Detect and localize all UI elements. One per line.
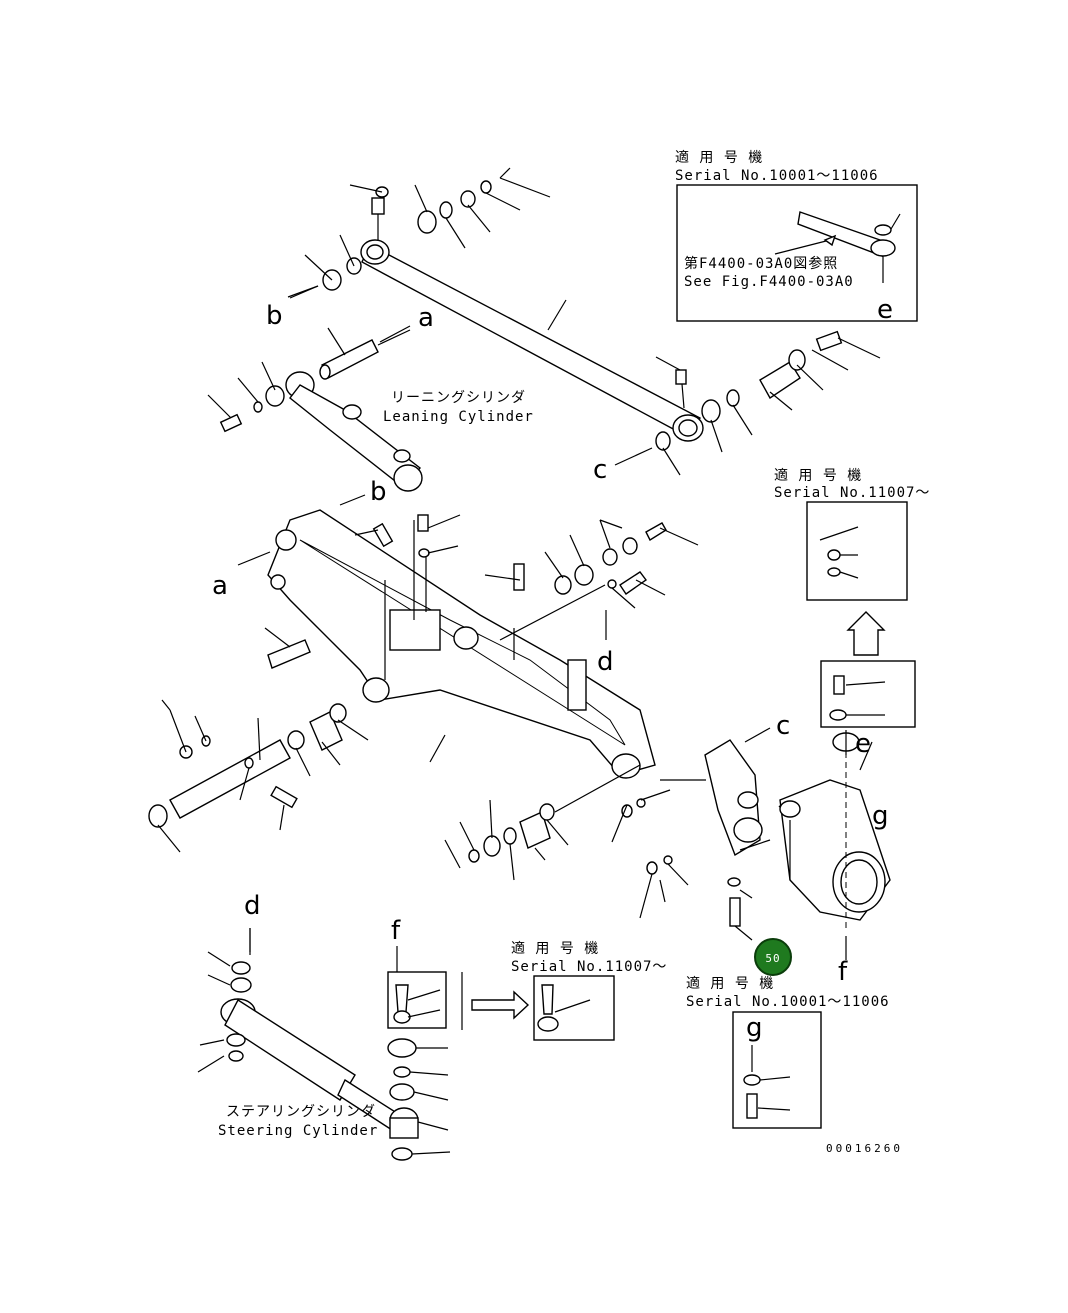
inset1-title-ja: 適 用 号 機 (675, 149, 763, 166)
axle-top-hardware (354, 514, 699, 609)
callout-f-main: f (838, 957, 848, 987)
right-end-hardware (655, 330, 881, 476)
drawing-number: 00016260 (826, 1142, 903, 1155)
inset4-title-ja: 適 用 号 機 (686, 975, 774, 992)
kingpin-stack (387, 971, 463, 1161)
callout-c-left: c (593, 455, 607, 485)
steering-cylinder-en: Steering Cylinder (218, 1123, 378, 1139)
left-pins (148, 627, 369, 853)
inset-3 (533, 975, 615, 1041)
inset3-title-en: Serial No.11007〜 (511, 959, 667, 975)
inset1-title-en: Serial No.10001〜11006 (675, 168, 879, 184)
callout-e-main: e (855, 729, 871, 759)
callout-b-right: b (370, 477, 387, 507)
callout-a-right: a (418, 303, 434, 333)
pin-a (319, 327, 411, 380)
callout-a-left: a (212, 571, 228, 601)
leaning-cylinder (285, 371, 423, 492)
top-bushings (414, 167, 551, 249)
inset1-ref-ja: 第F4400-03A0図参照 (684, 255, 838, 272)
highlight-marker-50[interactable]: 50 (754, 938, 792, 976)
transition-arrow (471, 990, 530, 1020)
callout-d-top: d (597, 647, 614, 677)
inset-4 (732, 1011, 822, 1129)
steering-cylinder (197, 928, 419, 1139)
highlight-marker-label: 50 (765, 952, 780, 965)
callout-f-left: f (391, 916, 401, 946)
knuckle-arm (660, 739, 802, 941)
inset3-title-ja: 適 用 号 機 (511, 940, 599, 957)
leaning-cylinder-en: Leaning Cylinder (383, 409, 534, 425)
axle-frame (267, 509, 656, 779)
callout-g-main: g (872, 801, 889, 831)
grease-fitting-top (349, 184, 389, 240)
callout-d-bottom: d (244, 891, 261, 921)
inset-1 (676, 184, 918, 322)
bottom-centre-parts (444, 764, 689, 919)
leaning-cylinder-ja: リーニングシリンダ (391, 390, 526, 406)
tie-rod (360, 239, 704, 442)
bolt-box (820, 660, 916, 728)
callout-b-left: b (266, 301, 283, 331)
cylinder-hardware (207, 361, 285, 433)
callout-e-inset: e (877, 295, 893, 325)
inset2-title-en: Serial No.11007〜 (774, 485, 930, 501)
steering-cylinder-ja: ステアリングシリンダ (226, 1104, 376, 1120)
inset1-ref-en: See Fig.F4400-03A0 (684, 274, 854, 290)
callout-g-inset: g (746, 1013, 763, 1043)
callout-c-right: c (776, 711, 790, 741)
inset2-title-ja: 適 用 号 機 (774, 467, 862, 484)
inset-2 (806, 501, 908, 656)
steering-knuckle (779, 732, 891, 930)
arrows (237, 285, 873, 972)
left-bushings (287, 234, 362, 298)
inset4-title-en: Serial No.10001〜11006 (686, 994, 890, 1010)
